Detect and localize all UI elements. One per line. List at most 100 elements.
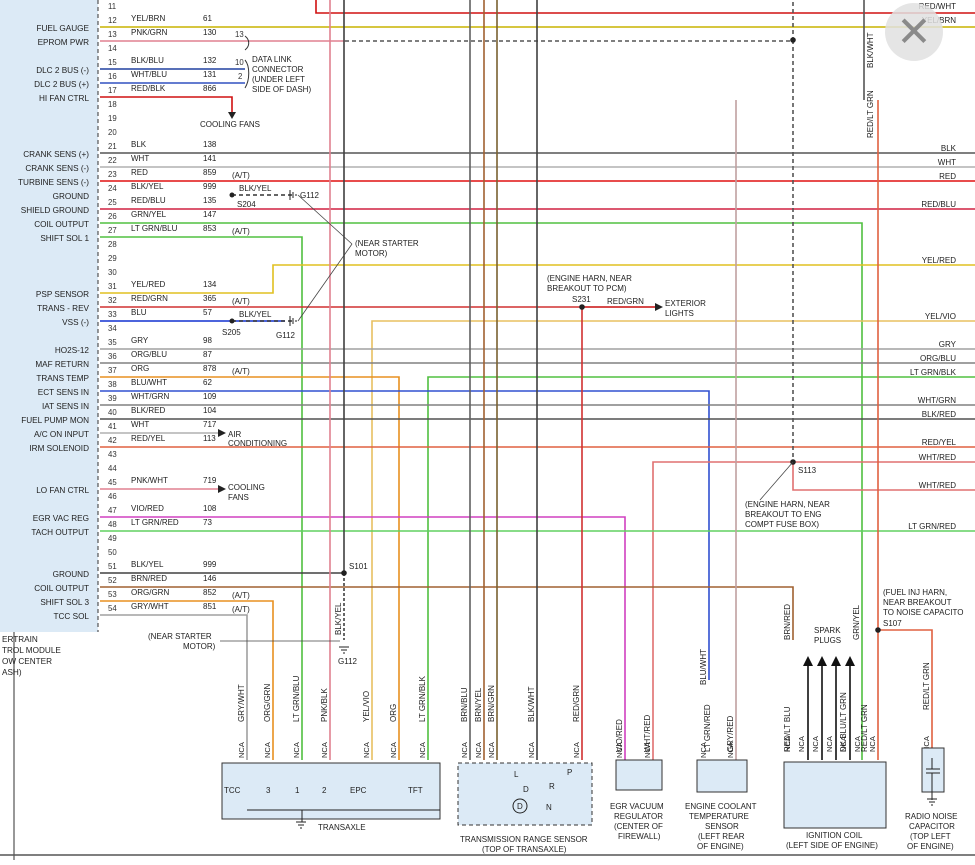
splice-s204: S204: [237, 200, 256, 209]
pin-number: 35: [108, 338, 117, 347]
pcm-pin-label: SHIFT SOL 3: [40, 598, 89, 607]
pin-number: 31: [108, 282, 117, 291]
nca-tag: NCA: [783, 736, 792, 752]
pin-number: 18: [108, 100, 117, 109]
at-tag-2: (A/T): [232, 227, 250, 236]
pin-number: 12: [108, 16, 117, 25]
pin-number: 42: [108, 436, 117, 445]
nca-tag: NCA: [726, 742, 735, 758]
transaxle-sol2: 2: [322, 786, 327, 795]
pin-number: 14: [108, 44, 117, 53]
pcm-pin-label: FUEL GAUGE: [37, 24, 90, 33]
pin-circuit: 365: [203, 294, 217, 303]
pcm-pin-label: SHIELD GROUND: [21, 206, 89, 215]
bottom-wire-label: RED/LT BLU: [783, 706, 792, 752]
transaxle-epc: EPC: [350, 786, 367, 795]
ground-g112-b: G112: [276, 331, 296, 340]
pin-number: 16: [108, 72, 117, 81]
pin-number: 53: [108, 590, 117, 599]
pcm-pin-label: IRM SOLENOID: [29, 444, 89, 453]
pin-number: 40: [108, 408, 117, 417]
pin-wire-color: BLU/WHT: [131, 378, 167, 387]
data-link-note-3: (UNDER LEFT: [252, 75, 305, 84]
pin-number: 50: [108, 548, 117, 557]
splice-s113: S113: [798, 466, 817, 475]
pin-number: 13: [108, 30, 117, 39]
transaxle-sol3: 3: [266, 786, 271, 795]
bottom-wire-label: LT GRN/BLU: [292, 675, 301, 722]
pin-wire-color: ORG/BLU: [131, 350, 167, 359]
pin-number: 27: [108, 226, 117, 235]
pin-wire-color: RED/BLK: [131, 84, 166, 93]
nca-tag: NCA: [460, 742, 469, 758]
pcm-pin-row: TCC SOL: [54, 612, 90, 621]
pin-circuit: 853: [203, 224, 217, 233]
pin-circuit: 134: [203, 280, 217, 289]
nca-tag: NCA: [389, 742, 398, 758]
ect-label-1: ENGINE COOLANT: [685, 802, 757, 811]
pin-circuit: 113: [203, 434, 216, 443]
nca-tag: NCA: [797, 736, 806, 752]
nca-tag: NCA: [699, 742, 708, 758]
fuel-inj-harn-note-1: (FUEL INJ HARN,: [883, 588, 947, 597]
pin-wire-color: RED/BLU: [131, 196, 166, 205]
pcm-pin-label: TCC SOL: [54, 612, 90, 621]
pcm-pin-label: TRANS TEMP: [36, 374, 89, 383]
pcm-pin-row: 50: [108, 548, 117, 557]
bottom-wire-label: GRY/RED: [726, 715, 735, 752]
pin-number: 29: [108, 254, 117, 263]
pcm-pin-label: EPROM PWR: [38, 38, 89, 47]
pcm-pin-label: COIL OUTPUT: [34, 584, 89, 593]
pin-circuit: 131: [203, 70, 217, 79]
pcm-pin-row: 44: [108, 464, 117, 473]
near-starter-note-1a: (NEAR STARTER: [355, 239, 419, 248]
pcm-pin-label: IAT SENS IN: [42, 402, 89, 411]
bottom-wire-label: ORG: [389, 704, 398, 722]
ignition-coil-box: [783, 761, 887, 829]
bottom-wire-label: BLU/WHT: [699, 649, 708, 685]
pin-circuit: 61: [203, 14, 212, 23]
trs-letter-d: D: [523, 785, 529, 794]
egr-label-2: REGULATOR: [614, 812, 663, 821]
bottom-wire-label: BRN/BLU: [460, 687, 469, 722]
trs-letter-d-circle: D: [517, 802, 523, 811]
pin-wire-color: BLK/RED: [131, 406, 165, 415]
pcm-pin-label: GROUND: [53, 192, 89, 201]
close-button[interactable]: ✕: [885, 3, 943, 61]
pin-number: 19: [108, 114, 117, 123]
wire-tag-blkyel-b: BLK/YEL: [239, 310, 272, 319]
nca-tag: NCA: [853, 736, 862, 752]
pcm-pin-label: SHIFT SOL 1: [40, 234, 89, 243]
bottom-wire-label: GRY/WHT: [237, 684, 246, 722]
pin-wire-color: WHT: [131, 420, 149, 429]
pin-number: 44: [108, 464, 117, 473]
spark-plugs-note-2: PLUGS: [814, 636, 841, 645]
pin-circuit: 717: [203, 420, 217, 429]
pin-number: 41: [108, 422, 117, 431]
at-tag-6: (A/T): [232, 605, 250, 614]
pcm-pin-label: GROUND: [53, 570, 89, 579]
fuel-inj-harn-note-3: TO NOISE CAPACITO: [883, 608, 963, 617]
right-wire-label: WHT/GRN: [918, 396, 956, 405]
wire-tag-blkwht-top: BLK/WHT: [866, 32, 875, 68]
pin-circuit: 859: [203, 168, 217, 177]
pin-circuit: 132: [203, 56, 217, 65]
pin-number: 23: [108, 170, 117, 179]
transaxle-label: TRANSAXLE: [318, 823, 366, 832]
pin-number: 30: [108, 268, 117, 277]
nca-tag: NCA: [418, 742, 427, 758]
pin-number: 51: [108, 562, 117, 571]
pcm-label-line-2: TROL MODULE: [2, 646, 61, 655]
pin-wire-color: YEL/RED: [131, 280, 165, 289]
pin-wire-color: BLK/YEL: [131, 560, 164, 569]
nca-tag: NCA: [572, 742, 581, 758]
